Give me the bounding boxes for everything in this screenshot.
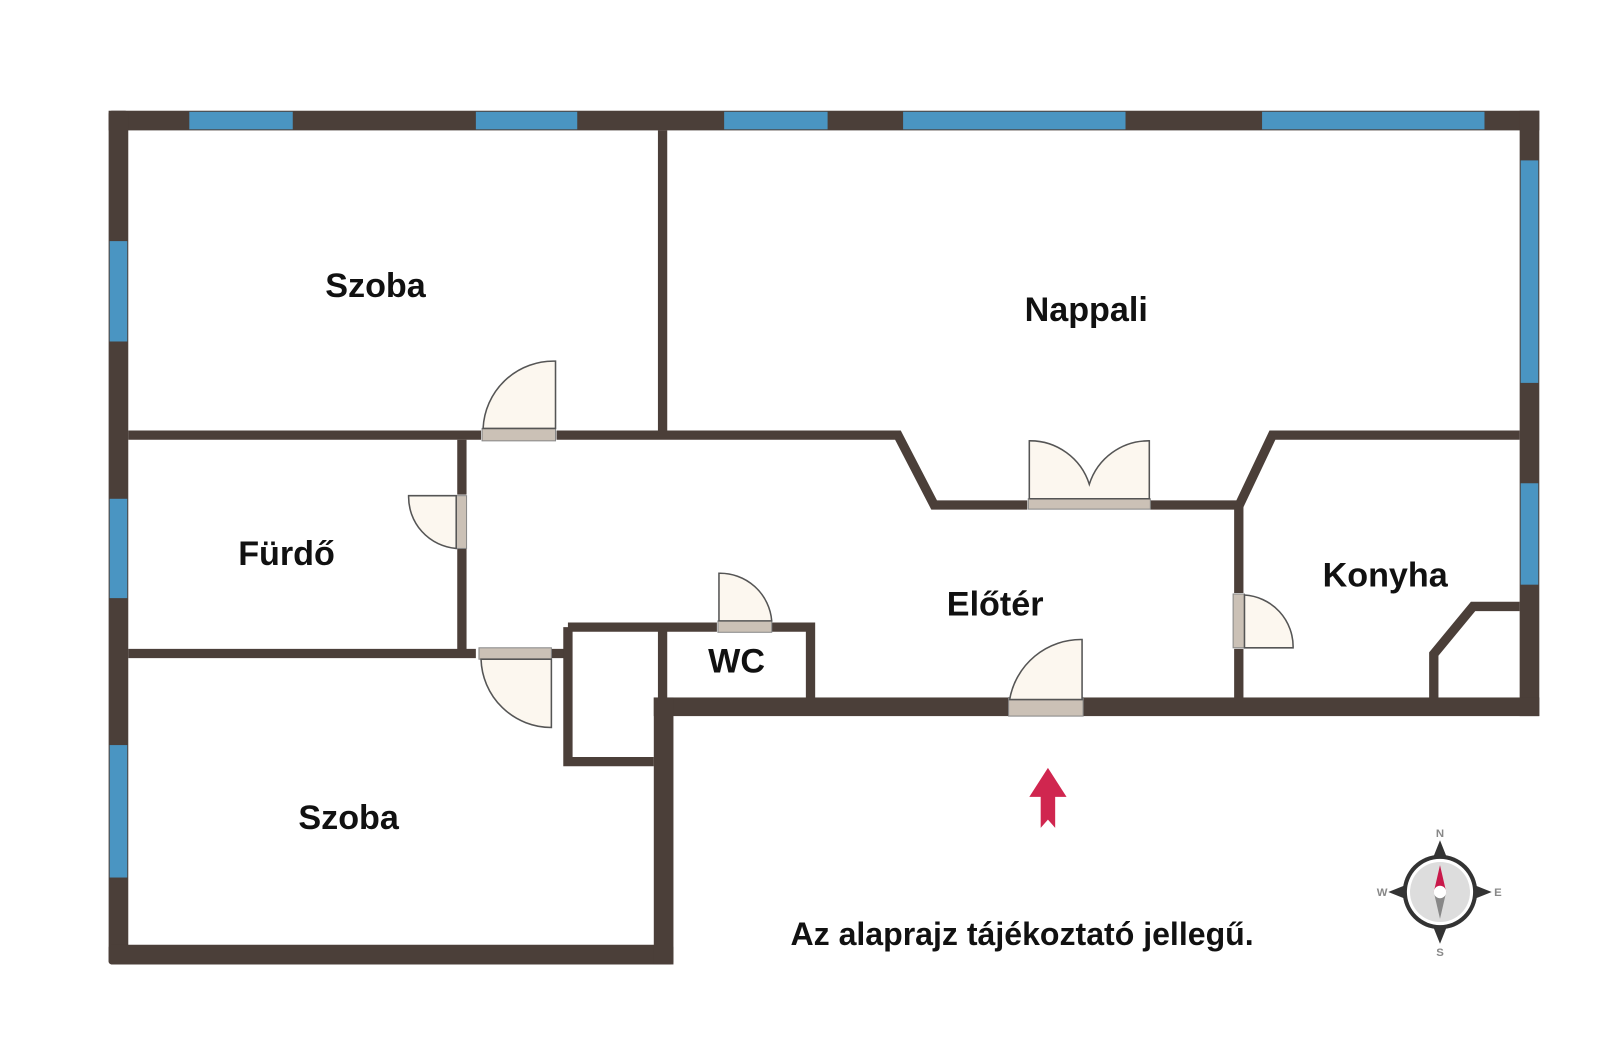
door-szoba-top [481, 360, 557, 442]
door-nappali [1027, 440, 1151, 510]
door-furdo [407, 494, 468, 550]
room-label-szoba-bottom: Szoba [298, 799, 399, 837]
compass-n: N [1436, 828, 1444, 840]
entrance-arrow-icon [1029, 767, 1067, 828]
room-label-furdo: Fürdő [238, 535, 335, 573]
compass-e: E [1494, 887, 1502, 899]
windows [109, 111, 1539, 878]
room-label-szoba-top: Szoba [325, 267, 426, 305]
compass-w: W [1377, 887, 1388, 899]
door-entrance [1008, 638, 1084, 717]
room-label-eloter: Előtér [947, 586, 1044, 624]
door-konyha [1232, 593, 1294, 649]
room-label-nappali: Nappali [1025, 291, 1148, 329]
door-wc [717, 572, 773, 633]
disclaimer-note: Az alaprajz tájékoztató jellegű. [790, 916, 1253, 952]
doors [407, 360, 1294, 729]
room-label-wc: WC [708, 643, 765, 681]
compass-s: S [1436, 947, 1444, 959]
room-label-konyha: Konyha [1323, 557, 1449, 595]
interior-walls [128, 130, 1520, 767]
door-szoba-bottom [478, 647, 553, 729]
compass-icon: N S E W [1377, 828, 1502, 959]
